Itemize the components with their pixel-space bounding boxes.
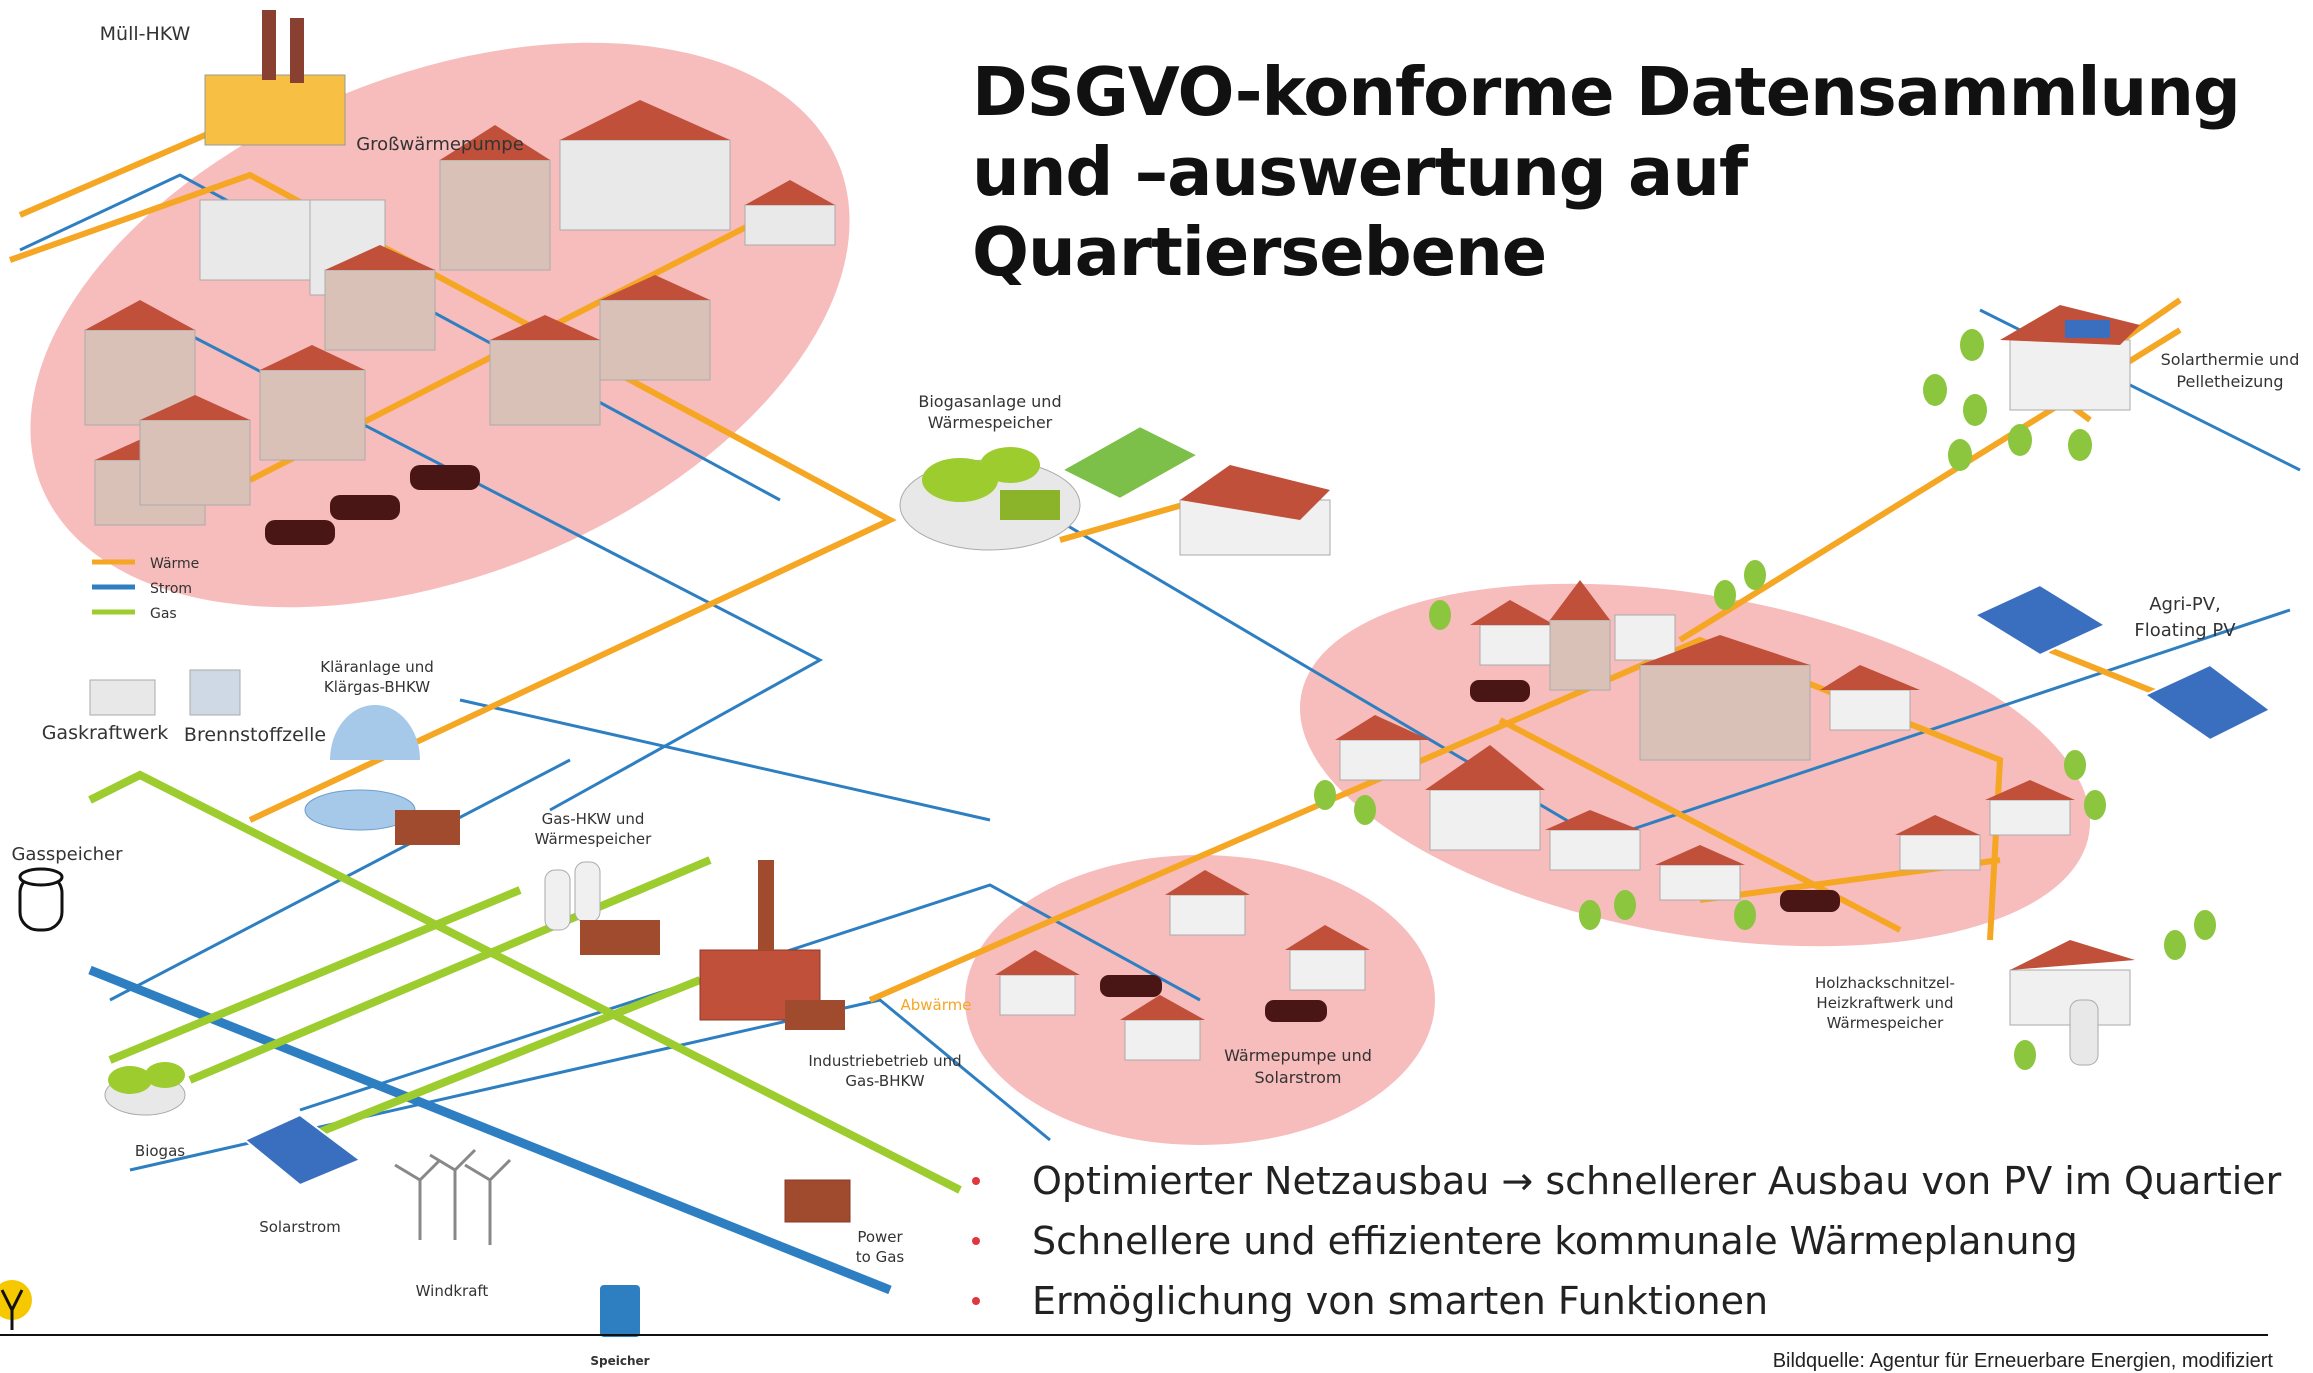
solarthermie-house bbox=[2000, 305, 2140, 411]
cars-east bbox=[1470, 680, 1840, 912]
industry-plant bbox=[699, 860, 845, 1030]
bullet-item: Optimierter Netzausbau → schnellerer Aus… bbox=[972, 1153, 2302, 1213]
gas-hkw bbox=[544, 861, 660, 955]
label-industrie-1: Industriebetrieb und bbox=[808, 1052, 961, 1070]
biogas-small bbox=[104, 1062, 186, 1116]
label-gashkw-1: Gas-HKW und bbox=[542, 810, 645, 828]
highlight-district-east bbox=[1299, 583, 2091, 947]
bullet-dot-icon bbox=[972, 1237, 980, 1245]
power-main-line bbox=[88, 965, 892, 1295]
label-solarthermie-2: Pelletheizung bbox=[2176, 372, 2283, 391]
label-waermepumpe-2: Solarstrom bbox=[1255, 1068, 1342, 1087]
bullet-item: Schnellere und effizientere kommunale Wä… bbox=[972, 1213, 2302, 1273]
legend-heat: Wärme bbox=[150, 556, 199, 572]
page-title: DSGVO-konforme Datensammlung und –auswer… bbox=[972, 52, 2272, 292]
buildings-east bbox=[1335, 580, 2075, 901]
image-source-caption: Bildquelle: Agentur für Erneuerbare Ener… bbox=[1772, 1350, 2273, 1372]
biogas-plant bbox=[899, 422, 1205, 551]
bullet-text: Schnellere und effizientere kommunale Wä… bbox=[1032, 1219, 2078, 1263]
legend-gas: Gas bbox=[150, 606, 177, 622]
legend-power: Strom bbox=[150, 581, 192, 597]
solar-field bbox=[243, 1113, 362, 1187]
label-holz-2: Heizkraftwerk und bbox=[1816, 994, 1953, 1012]
footer-divider bbox=[0, 1334, 2268, 1336]
page-title-line1: DSGVO-konforme Datensammlung bbox=[972, 53, 2241, 131]
label-windkraft: Windkraft bbox=[416, 1282, 489, 1300]
label-industrie-2: Gas-BHKW bbox=[845, 1072, 924, 1090]
power-to-gas bbox=[784, 1179, 851, 1223]
label-agripv-2: Floating PV bbox=[2134, 620, 2236, 641]
legend: Wärme Strom Gas bbox=[92, 556, 199, 622]
label-powertogas-2: to Gas bbox=[856, 1248, 905, 1266]
house-pair-center bbox=[1179, 465, 1331, 556]
wood-chip-plant bbox=[2009, 940, 2135, 1066]
label-waermepumpe-1: Wärmepumpe und bbox=[1224, 1046, 1372, 1065]
sewage-plant bbox=[304, 705, 460, 845]
label-biogasanlage-1: Biogasanlage und bbox=[918, 392, 1061, 411]
label-speicher: Speicher bbox=[590, 1354, 649, 1368]
label-gaskraftwerk: Gaskraftwerk bbox=[42, 722, 169, 744]
bullet-text: Optimierter Netzausbau → schnellerer Aus… bbox=[1032, 1159, 2282, 1203]
label-powertogas-1: Power bbox=[857, 1228, 903, 1246]
label-gasspeicher: Gasspeicher bbox=[11, 844, 123, 865]
agri-pv-panels bbox=[1972, 583, 2272, 742]
wind-turbines bbox=[394, 1148, 512, 1245]
cars-heatpump bbox=[1100, 975, 1327, 1022]
logo-mark bbox=[0, 1280, 32, 1330]
label-agripv-1: Agri-PV, bbox=[2149, 594, 2221, 615]
label-klaeranlage-2: Klärgas-BHKW bbox=[324, 678, 430, 696]
buildings-northwest bbox=[84, 10, 836, 526]
label-gashkw-2: Wärmespeicher bbox=[535, 830, 653, 848]
power-lines bbox=[19, 173, 2301, 1172]
label-biogasanlage-2: Wärmespeicher bbox=[928, 413, 1053, 432]
trees-east bbox=[1314, 560, 2216, 1070]
label-grosswaermepumpe: Großwärmepumpe bbox=[356, 134, 524, 155]
speicher-battery bbox=[600, 1285, 640, 1337]
label-holz-3: Wärmespeicher bbox=[1827, 1014, 1945, 1032]
label-solarstrom: Solarstrom bbox=[259, 1218, 341, 1236]
bullet-dot-icon bbox=[972, 1297, 980, 1305]
bullet-text: Ermöglichung von smarten Funktionen bbox=[1032, 1279, 1769, 1323]
cars-northwest bbox=[265, 465, 480, 545]
bullet-dot-icon bbox=[972, 1177, 980, 1185]
trees-northeast bbox=[1923, 329, 2092, 471]
bullet-item: Ermöglichung von smarten Funktionen bbox=[972, 1273, 2302, 1333]
label-holz-1: Holzhackschnitzel- bbox=[1815, 974, 1955, 992]
gasspeicher-icon bbox=[18, 867, 64, 932]
gas-power-plant bbox=[89, 669, 241, 716]
bullet-list: Optimierter Netzausbau → schnellerer Aus… bbox=[972, 1153, 2302, 1333]
diagram-labels: Müll-HKW Großwärmepumpe Biogasanlage und… bbox=[11, 23, 2299, 1368]
label-abwaerme: Abwärme bbox=[901, 996, 972, 1014]
page-title-line2: und –auswertung auf Quartiersebene bbox=[972, 133, 1748, 291]
label-klaeranlage-1: Kläranlage und bbox=[320, 658, 433, 676]
buildings-heatpump bbox=[995, 870, 1370, 1061]
label-solarthermie-1: Solarthermie und bbox=[2161, 350, 2300, 369]
label-biogas: Biogas bbox=[135, 1142, 185, 1160]
label-muell-hkw: Müll-HKW bbox=[100, 23, 191, 45]
gas-lines bbox=[88, 770, 962, 1194]
label-brennstoffzelle: Brennstoffzelle bbox=[184, 724, 326, 746]
